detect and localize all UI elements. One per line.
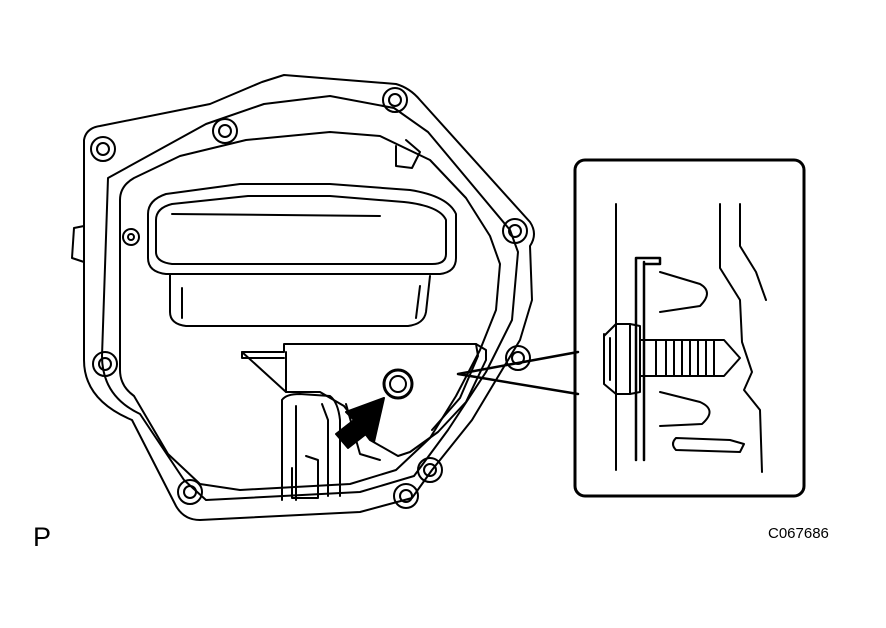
casting-wall xyxy=(720,204,762,472)
arrow-icon xyxy=(336,398,384,448)
baffle-plate xyxy=(242,344,486,456)
upper-right-bracket xyxy=(396,140,420,168)
baffle-bolt xyxy=(384,370,412,398)
gasket-outline xyxy=(84,75,534,520)
plate-section xyxy=(636,258,660,460)
bolt-holes xyxy=(91,88,530,508)
housing-cover xyxy=(72,75,534,520)
detail-frame xyxy=(575,160,804,496)
figure-code: C067686 xyxy=(768,525,829,542)
lower-recess xyxy=(282,394,380,500)
bolt-head xyxy=(604,324,640,394)
detail-inset xyxy=(575,160,804,496)
cover-inner-boundary xyxy=(120,132,500,490)
pan-body xyxy=(148,184,456,326)
bolt-shank xyxy=(640,340,740,376)
callout-leader xyxy=(458,352,578,394)
left-boss xyxy=(72,226,84,262)
fins xyxy=(660,272,744,452)
view-letter: P xyxy=(33,522,52,552)
